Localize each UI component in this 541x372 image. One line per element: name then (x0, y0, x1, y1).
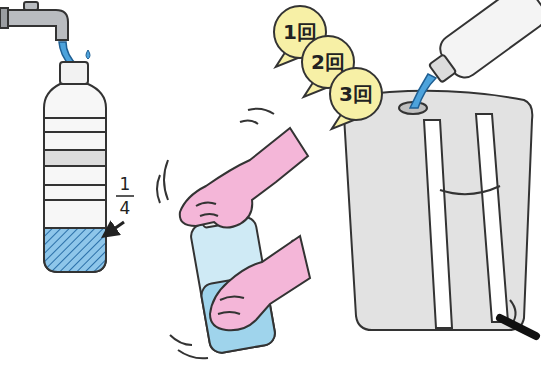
bubble-text: 2回 (311, 49, 345, 76)
faucet (0, 2, 68, 40)
pouring-bottle (422, 0, 541, 92)
fraction-bar (116, 195, 134, 197)
pointer-arrow (104, 222, 124, 236)
fraction-digit: 1 (120, 174, 131, 194)
water-drop (86, 50, 90, 59)
speech-bubble: 3回 (329, 67, 383, 121)
backpack-sprayer (344, 91, 536, 336)
pour-stream (410, 74, 436, 108)
bubble-text: 3回 (339, 81, 373, 108)
gloved-hands (180, 128, 310, 330)
fraction-digit: 4 (120, 198, 131, 218)
bottle (44, 62, 106, 272)
